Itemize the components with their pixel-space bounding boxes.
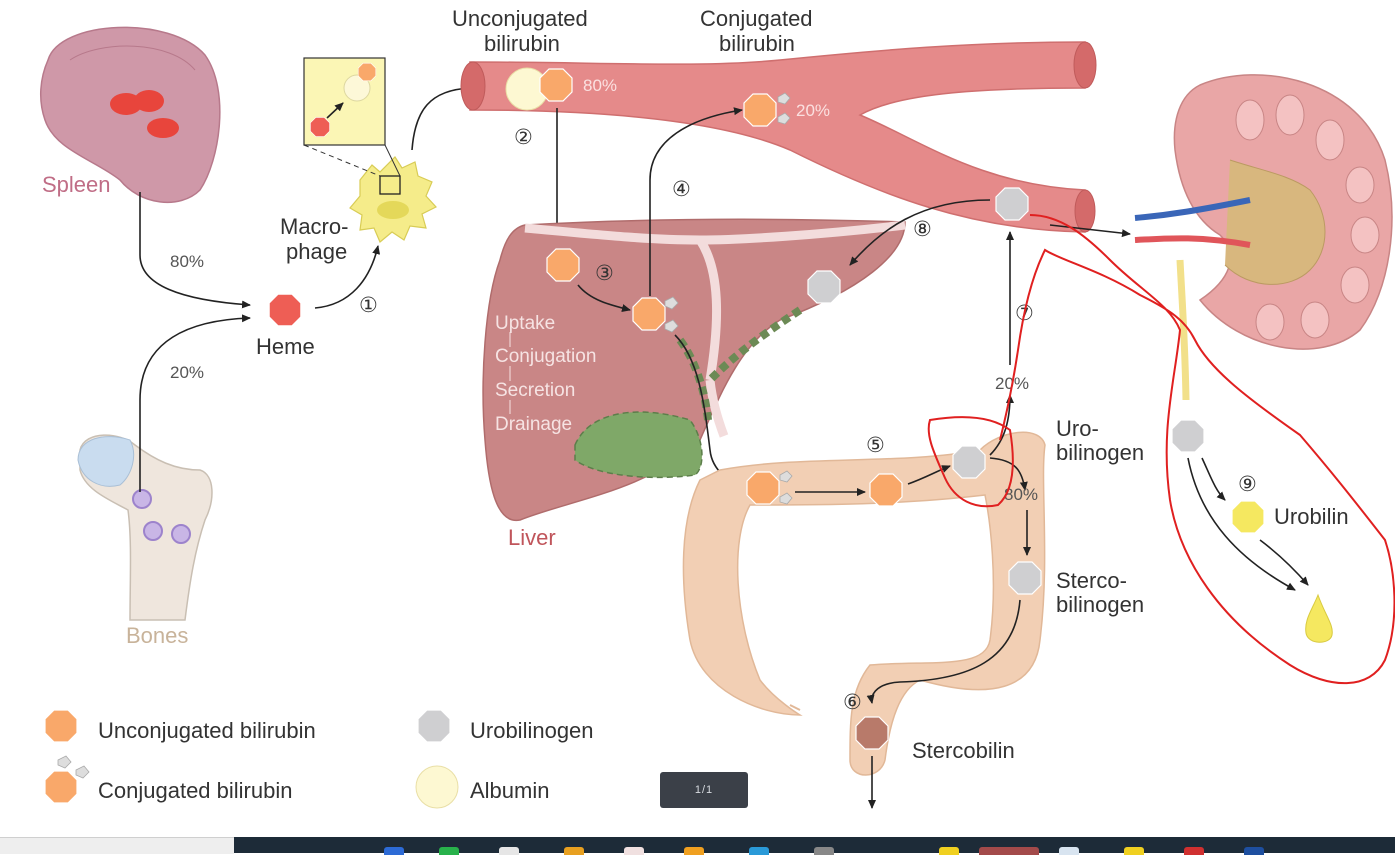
conjugated-bilirubin-icon bbox=[743, 93, 777, 127]
macrophage-label-line2: phage bbox=[286, 239, 347, 264]
bones-label: Bones bbox=[126, 623, 188, 648]
bones-percent-label: 20% bbox=[170, 363, 204, 382]
app-icon[interactable] bbox=[439, 847, 459, 855]
step-1-label: ① bbox=[359, 294, 378, 317]
urobilinogen-label-line1: Uro- bbox=[1056, 416, 1099, 441]
blood-vessel bbox=[460, 41, 1097, 233]
app-icon[interactable] bbox=[384, 847, 404, 855]
urobilinogen-icon bbox=[995, 187, 1029, 221]
legend-unconjugated-label: Unconjugated bilirubin bbox=[98, 718, 316, 743]
stercobilin-icon bbox=[855, 716, 889, 750]
annotation-circle bbox=[927, 416, 1014, 508]
colon-percent-label: 80% bbox=[1004, 485, 1038, 504]
liver-step-drainage: Drainage bbox=[495, 414, 572, 435]
red-blood-cell-icon bbox=[147, 118, 179, 138]
urobilinogen-label-line2: bilinogen bbox=[1056, 440, 1144, 465]
conjugated-header-line2: bilirubin bbox=[719, 31, 795, 56]
conjugated-bilirubin-icon bbox=[632, 297, 666, 331]
app-icon[interactable] bbox=[1184, 847, 1204, 855]
urobilin-label: Urobilin bbox=[1274, 504, 1349, 529]
step-6-label: ⑥ bbox=[843, 691, 862, 714]
red-blood-cell-icon bbox=[110, 93, 142, 115]
urobilinogen-icon bbox=[952, 445, 986, 479]
taskbar-apps bbox=[234, 837, 1395, 855]
app-icon[interactable] bbox=[1059, 847, 1079, 855]
bone-organ bbox=[77, 434, 213, 621]
stercobilinogen-label-line1: Sterco- bbox=[1056, 568, 1127, 593]
app-icon[interactable] bbox=[1124, 847, 1144, 855]
vessel-conjugated-percent: 20% bbox=[796, 101, 830, 120]
liver-step-conjugation: Conjugation bbox=[495, 346, 596, 367]
macrophage-zoom-inset bbox=[303, 57, 386, 146]
bone-marrow-cell-icon bbox=[171, 524, 191, 544]
intestine-organ bbox=[682, 431, 1046, 776]
app-icon[interactable] bbox=[749, 847, 769, 855]
app-icon[interactable] bbox=[814, 847, 834, 855]
taskbar-search-area[interactable] bbox=[0, 837, 234, 854]
page-indicator: 1/1 bbox=[660, 772, 748, 808]
step-5-label: ⑤ bbox=[866, 434, 885, 457]
stercobilinogen-label-line2: bilinogen bbox=[1056, 592, 1144, 617]
spleen-percent-label: 80% bbox=[170, 252, 204, 271]
step-2-label: ② bbox=[514, 126, 533, 149]
step-9-label: ⑨ bbox=[1238, 473, 1257, 496]
vessel-unconjugated-percent: 80% bbox=[583, 76, 617, 95]
legend-unconjugated-icon bbox=[44, 709, 78, 743]
legend: Unconjugated bilirubin Conjugated biliru… bbox=[44, 709, 594, 809]
step-4-label: ④ bbox=[672, 178, 691, 201]
app-icon[interactable] bbox=[684, 847, 704, 855]
diagram-canvas: Spleen Bones 80% 20% Heme ① Macro- phage bbox=[40, 6, 1395, 809]
stercobilin-label: Stercobilin bbox=[912, 738, 1015, 763]
unconjugated-bilirubin-icon bbox=[539, 68, 573, 102]
urobilinogen-icon bbox=[1171, 419, 1205, 453]
kidney-organ bbox=[1134, 74, 1393, 401]
unconjugated-header-line1: Unconjugated bbox=[452, 6, 588, 31]
legend-conjugated-icon bbox=[44, 770, 78, 804]
legend-albumin-icon bbox=[415, 765, 459, 809]
annotation-freehand-loop bbox=[999, 214, 1395, 685]
step-3-label: ③ bbox=[595, 262, 614, 285]
spleen-label: Spleen bbox=[42, 172, 111, 197]
bone-marrow-cell-icon bbox=[132, 489, 152, 509]
folder-icon[interactable] bbox=[564, 847, 584, 855]
app-icon[interactable] bbox=[624, 847, 644, 855]
liver-step-secretion: Secretion bbox=[495, 380, 575, 401]
legend-urobilinogen-label: Urobilinogen bbox=[470, 718, 594, 743]
macrophage-label-line1: Macro- bbox=[280, 214, 348, 239]
red-blood-cell-icon bbox=[134, 90, 164, 112]
stercobilinogen-icon bbox=[1008, 561, 1042, 595]
heme-icon bbox=[268, 293, 302, 327]
conjugated-header-line1: Conjugated bbox=[700, 6, 813, 31]
unconjugated-bilirubin-icon bbox=[869, 473, 903, 507]
unconjugated-header-line2: bilirubin bbox=[484, 31, 560, 56]
active-app-icon[interactable] bbox=[979, 847, 1039, 855]
spleen-organ bbox=[40, 26, 221, 203]
legend-urobilinogen-icon bbox=[417, 709, 451, 743]
app-icon[interactable] bbox=[499, 847, 519, 855]
urobilin-icon bbox=[1231, 500, 1265, 534]
urobilinogen-icon bbox=[807, 270, 841, 304]
liver-label: Liver bbox=[508, 525, 556, 550]
conjugated-bilirubin-icon bbox=[746, 471, 780, 505]
heme-label: Heme bbox=[256, 334, 315, 359]
liver-step-uptake: Uptake bbox=[495, 313, 555, 334]
urine-drop-icon bbox=[1305, 593, 1333, 643]
legend-albumin-label: Albumin bbox=[470, 778, 549, 803]
step-8-label: ⑧ bbox=[913, 218, 932, 241]
bone-marrow-cell-icon bbox=[143, 521, 163, 541]
legend-conjugated-label: Conjugated bilirubin bbox=[98, 778, 292, 803]
taskbar bbox=[0, 837, 1395, 855]
macrophage-cell bbox=[349, 156, 437, 243]
app-icon[interactable] bbox=[939, 847, 959, 855]
unconjugated-bilirubin-icon bbox=[546, 248, 580, 282]
app-icon[interactable] bbox=[1244, 847, 1264, 855]
